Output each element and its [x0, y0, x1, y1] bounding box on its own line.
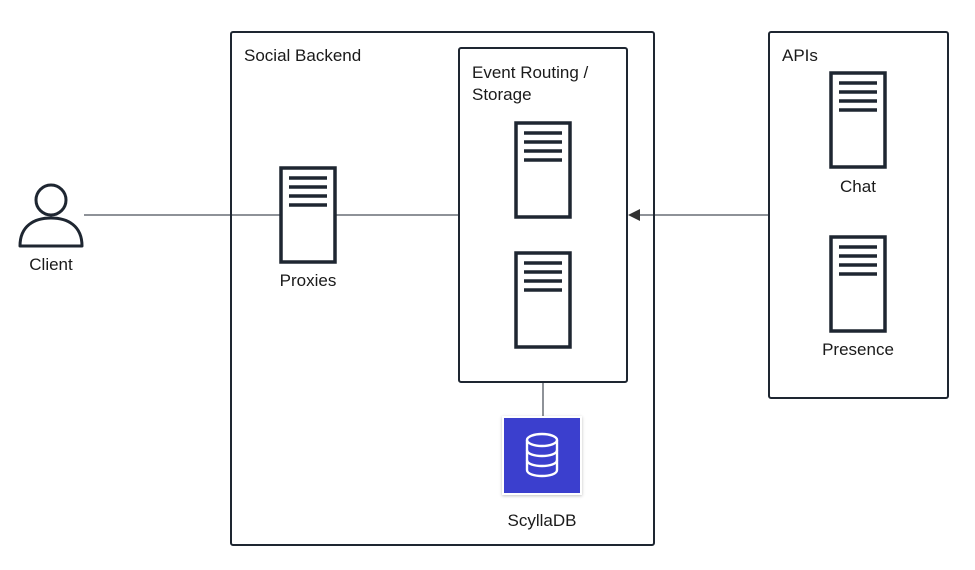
event-routing-box — [458, 47, 628, 383]
event-routing-server-icon-1 — [514, 121, 572, 219]
client-label: Client — [29, 255, 73, 274]
chat-server-icon — [829, 71, 887, 169]
apis-title: APIs — [782, 46, 818, 65]
event-routing-server-icon-2 — [514, 251, 572, 349]
database-icon — [502, 416, 582, 495]
scylladb-label: ScyllaDB — [507, 511, 577, 530]
social-backend-title: Social Backend — [244, 46, 362, 65]
proxies-server-icon — [279, 166, 337, 264]
apis-box — [768, 31, 949, 399]
presence-server-icon — [829, 235, 887, 333]
chat-label: Chat — [840, 177, 876, 196]
arrow-head-icon — [628, 209, 640, 221]
event-routing-title-line2: Storage — [472, 85, 532, 104]
social-backend-box — [230, 31, 655, 546]
proxies-label: Proxies — [279, 271, 337, 290]
presence-label: Presence — [822, 340, 894, 359]
person-icon — [18, 182, 84, 250]
event-routing-title-line1: Event Routing / — [472, 63, 589, 82]
